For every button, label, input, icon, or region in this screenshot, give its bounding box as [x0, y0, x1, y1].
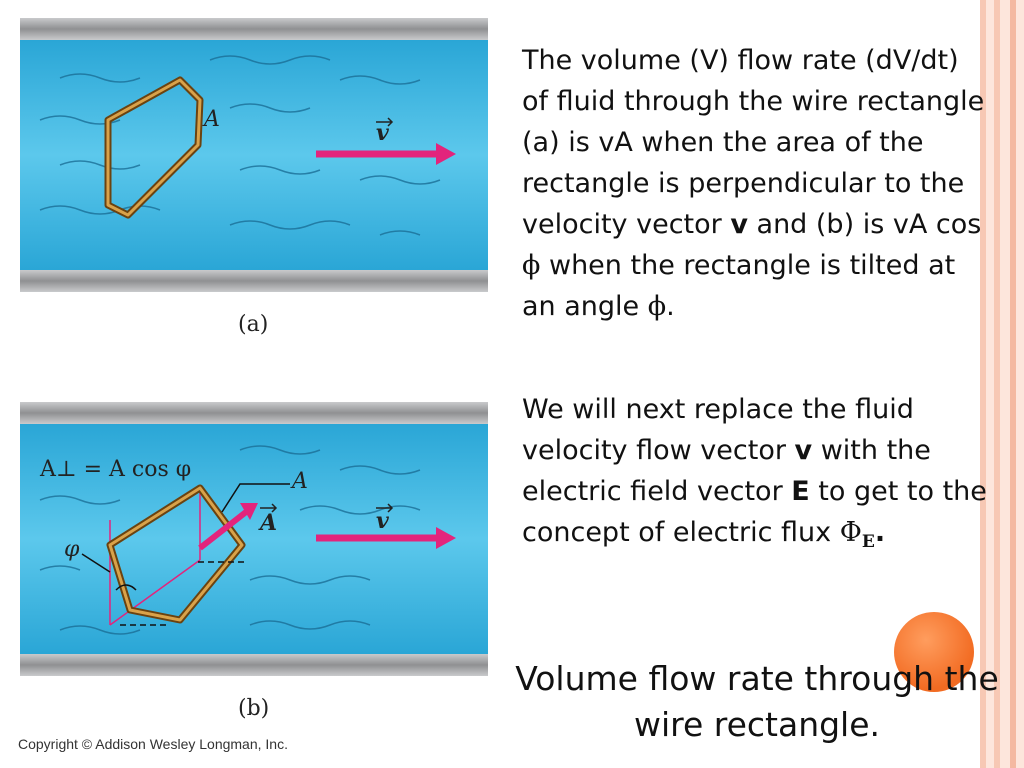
tube-bottom-wall-b: [20, 654, 488, 676]
area-label-a: A: [202, 107, 220, 132]
vector-arrow-icon: [260, 503, 278, 513]
panel-b: A⊥ = A cos φ A A v φ: [20, 402, 488, 676]
paragraph-electric-flux: We will next replace the fluid velocity …: [522, 394, 987, 552]
flux-subscript: E: [861, 532, 875, 552]
copyright-notice: Copyright © Addison Wesley Longman, Inc.: [18, 736, 288, 752]
caption-b: (b): [238, 696, 270, 721]
flow-figure: A v: [20, 18, 488, 676]
bold-e: E: [791, 476, 810, 507]
velocity-label-a: v: [376, 120, 389, 146]
phi-symbol: ϕ: [647, 291, 667, 322]
tube-top-wall-a: [20, 18, 488, 40]
flow-waves-b: [39, 445, 421, 635]
panel-a: A v: [20, 18, 488, 292]
slide-caption: Volume flow rate through the wire rectan…: [515, 659, 999, 744]
caption-a: (a): [238, 312, 269, 337]
flux-symbol: Φ: [839, 517, 862, 548]
area-vector-arrow: [198, 509, 248, 551]
paragraph-volume-flow: The volume (V) flow rate (dV/dt) of flui…: [522, 45, 985, 322]
phi-symbol: ϕ: [522, 250, 541, 281]
tube-top-wall-b: [20, 402, 488, 424]
angle-label: φ: [64, 537, 80, 562]
decorative-dot: [894, 612, 974, 692]
tube-bottom-wall-a: [20, 270, 488, 292]
decorative-border: [976, 0, 1024, 768]
vector-arrow-icon: [376, 503, 394, 513]
area-label-b: A: [290, 469, 308, 494]
vector-arrow-icon: [376, 117, 394, 127]
bold-v: v: [794, 435, 813, 466]
formula-label: A⊥ = A cos φ: [39, 457, 191, 482]
velocity-label-b: v: [376, 508, 389, 534]
bold-v: v: [730, 209, 748, 240]
area-vector-label: A: [258, 510, 277, 536]
